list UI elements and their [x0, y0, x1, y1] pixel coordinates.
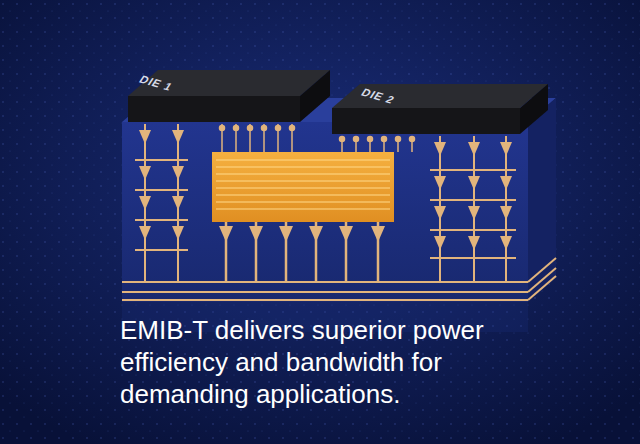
caption: EMIB-T delivers superior power efficienc…	[120, 314, 520, 410]
die-label: DIE 2	[359, 86, 397, 105]
die-label: DIE 1	[137, 73, 175, 92]
die-label-area: DIE 1	[140, 70, 310, 96]
substrate-side	[528, 98, 556, 302]
bridge-pillars	[219, 222, 385, 282]
via-stacks	[135, 124, 516, 282]
emib-bridge	[212, 152, 394, 222]
bridge-wiring	[216, 160, 390, 209]
die-label-area: DIE 2	[362, 84, 532, 108]
bottom-layers	[122, 258, 556, 300]
die-blocks	[128, 70, 548, 134]
substrate-front	[122, 122, 528, 302]
